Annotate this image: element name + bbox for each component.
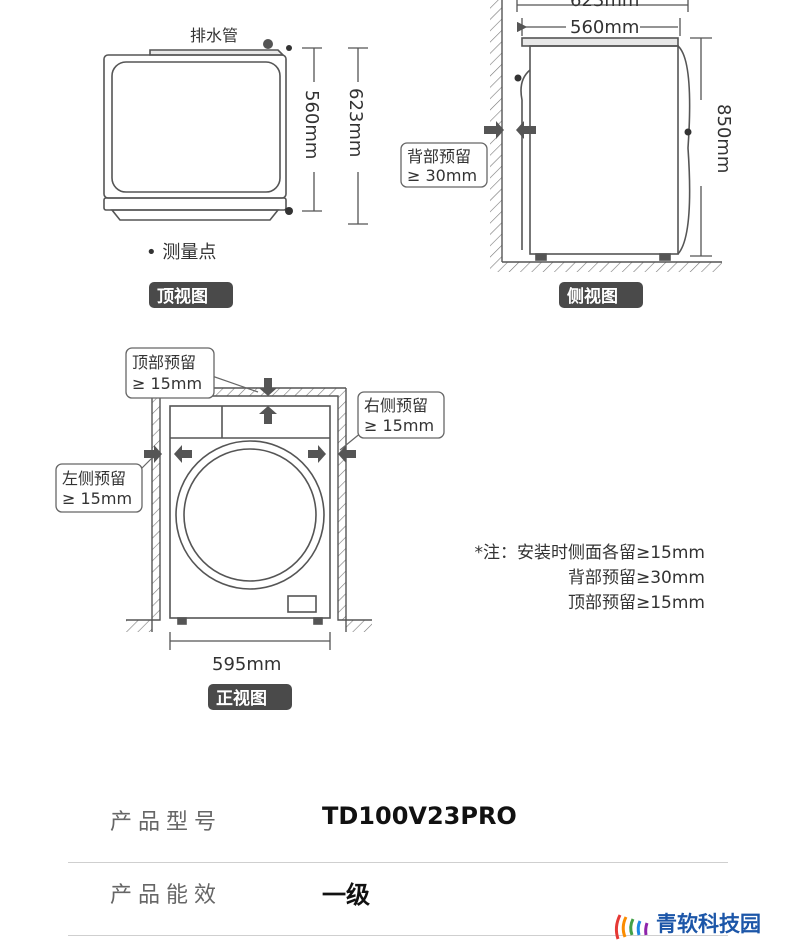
dim-623-label-side: 623mm <box>570 0 639 11</box>
dim-560-top <box>302 47 322 212</box>
dim-623-label-top: 623mm <box>345 88 366 157</box>
left-clearance-line1: 左侧预留 <box>62 469 126 488</box>
note-line3: 顶部预留≥15mm <box>568 593 705 613</box>
front-view: 顶部预留 ≥ 15mm 右侧预留 ≥ 15mm 左侧预留 ≥ 15mm 595m… <box>55 347 445 710</box>
dim-560-label-side: 560mm <box>570 17 639 38</box>
front-view-tag-bg <box>208 684 292 710</box>
top-clearance-line2: ≥ 15mm <box>132 374 202 393</box>
dim-595-label: 595mm <box>212 654 281 675</box>
measure-point-dot-bottom <box>286 45 292 51</box>
spec-value-energy: 一级 <box>322 881 370 909</box>
measure-point-legend: • 测量点 <box>146 242 216 263</box>
dim-850-label: 850mm <box>713 104 734 173</box>
left-clearance-callout: 左侧预留 ≥ 15mm <box>55 457 153 513</box>
side-view: 623mm 560mm 850mm 背部预留 ≥ 30mm 侧视图 <box>400 0 734 308</box>
side-measure-dot-front <box>684 128 692 136</box>
signal-logo-icon <box>614 914 649 940</box>
back-clearance-line1: 背部预留 <box>407 147 471 166</box>
left-clearance-line2: ≥ 15mm <box>62 489 132 508</box>
note-line1: *注：安装时侧面各留≥15mm <box>475 543 706 563</box>
dim-560-label-top: 560mm <box>301 90 322 159</box>
dim-560-side <box>516 18 681 36</box>
side-measure-dot-back <box>514 74 522 82</box>
washer-top-outline <box>103 49 287 221</box>
spec-row-energy: 产品能效 一级 <box>68 863 728 936</box>
watermark-logo: 青软科技园 <box>612 903 761 943</box>
dim-850-side <box>690 37 712 257</box>
back-clearance-line2: ≥ 30mm <box>407 166 477 185</box>
dim-623-side <box>516 0 689 12</box>
spec-table: 产品型号 TD100V23PRO 产品能效 一级 <box>68 790 728 936</box>
measure-point-dot-top <box>285 207 293 215</box>
side-view-tag-bg <box>559 282 643 308</box>
front-enclosure-lines <box>126 387 372 632</box>
front-view-title: 正视图 <box>216 688 267 709</box>
spec-label-energy: 产品能效 <box>110 883 223 908</box>
front-enclosure-hatch <box>126 388 372 632</box>
top-clearance-callout: 顶部预留 ≥ 15mm <box>125 347 259 399</box>
side-floor-hatch <box>490 262 722 272</box>
dim-623-top <box>348 47 368 225</box>
side-view-title: 侧视图 <box>567 286 618 307</box>
top-clearance-line1: 顶部预留 <box>132 353 196 372</box>
spec-row-model: 产品型号 TD100V23PRO <box>68 790 728 863</box>
right-clearance-line2: ≥ 15mm <box>364 416 434 435</box>
top-view-title: 顶视图 <box>157 286 208 307</box>
dim-595-front <box>169 632 331 650</box>
washer-side-outline <box>520 37 691 261</box>
installation-note: *注：安装时侧面各留≥15mm 背部预留≥30mm 顶部预留≥15mm <box>475 543 706 613</box>
top-view: 排水管 560mm 623mm • 测量点 顶视图 <box>103 26 368 308</box>
right-clearance-line1: 右侧预留 <box>364 396 428 415</box>
spec-value-model: TD100V23PRO <box>322 802 517 830</box>
back-clearance-arrows <box>484 121 536 139</box>
front-clearance-arrows <box>144 378 356 463</box>
drain-pipe-label: 排水管 <box>190 26 238 45</box>
back-clearance-callout <box>400 142 488 188</box>
top-view-tag-bg <box>149 282 233 308</box>
spec-label-model: 产品型号 <box>110 810 223 835</box>
right-clearance-callout: 右侧预留 ≥ 15mm <box>339 391 445 451</box>
note-line2: 背部预留≥30mm <box>568 568 705 588</box>
drain-pipe-icon <box>263 39 273 49</box>
washer-front-outline <box>169 405 331 625</box>
logo-text: 青软科技园 <box>656 912 761 936</box>
